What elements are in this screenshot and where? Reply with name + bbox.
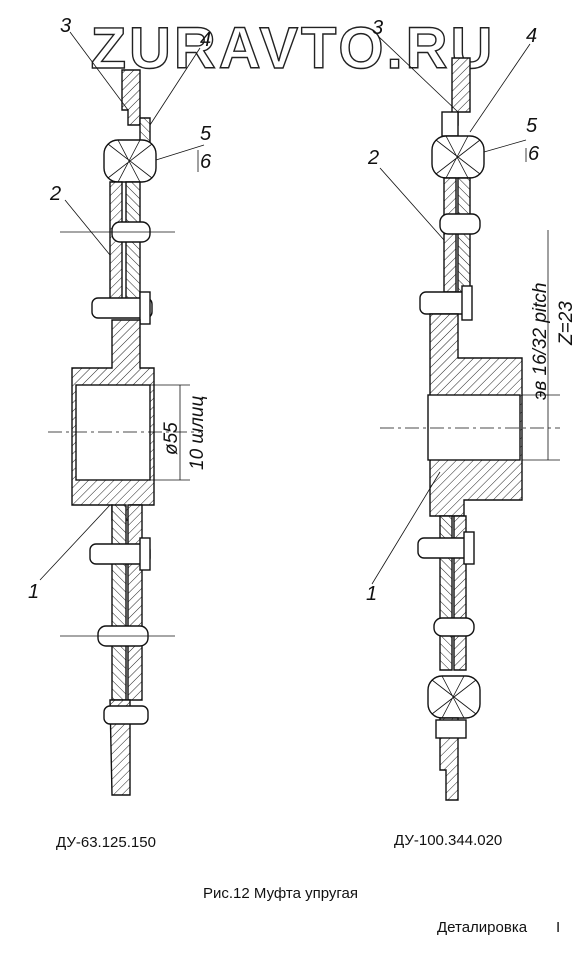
callout-1-right: 1	[366, 583, 377, 605]
dim-splines-left: 10 шлиц	[187, 396, 208, 470]
watermark-text: ZURAVTO.RU	[91, 16, 496, 81]
callout-1-left: 1	[28, 581, 39, 603]
left-coupling-section	[48, 69, 200, 796]
footer-section-label: Деталировка	[437, 919, 528, 936]
figure-caption: Рис.12 Муфта упругая	[203, 885, 359, 902]
dim-teeth-right: Z=23	[556, 301, 577, 346]
callout-3-right: 3	[372, 17, 383, 39]
callout-6-right: 6	[528, 143, 540, 165]
callout-4-right: 4	[526, 25, 537, 47]
callout-2-left: 2	[49, 183, 61, 205]
callout-2-right: 2	[367, 147, 379, 169]
dim-spline-spec-right: эв 16/32 pitch	[530, 283, 551, 401]
callout-4-left: 4	[200, 29, 211, 51]
callout-6-left: 6	[200, 151, 212, 173]
callout-5-left: 5	[200, 123, 212, 145]
dim-diameter-left: ø55	[161, 422, 182, 455]
right-coupling-section	[380, 57, 560, 801]
left-designation: ДУ-63.125.150	[56, 834, 156, 851]
callout-5-right: 5	[526, 115, 538, 137]
right-designation: ДУ-100.344.020	[394, 832, 503, 849]
footer-mark: I	[556, 919, 561, 936]
callout-3-left: 3	[60, 15, 71, 37]
